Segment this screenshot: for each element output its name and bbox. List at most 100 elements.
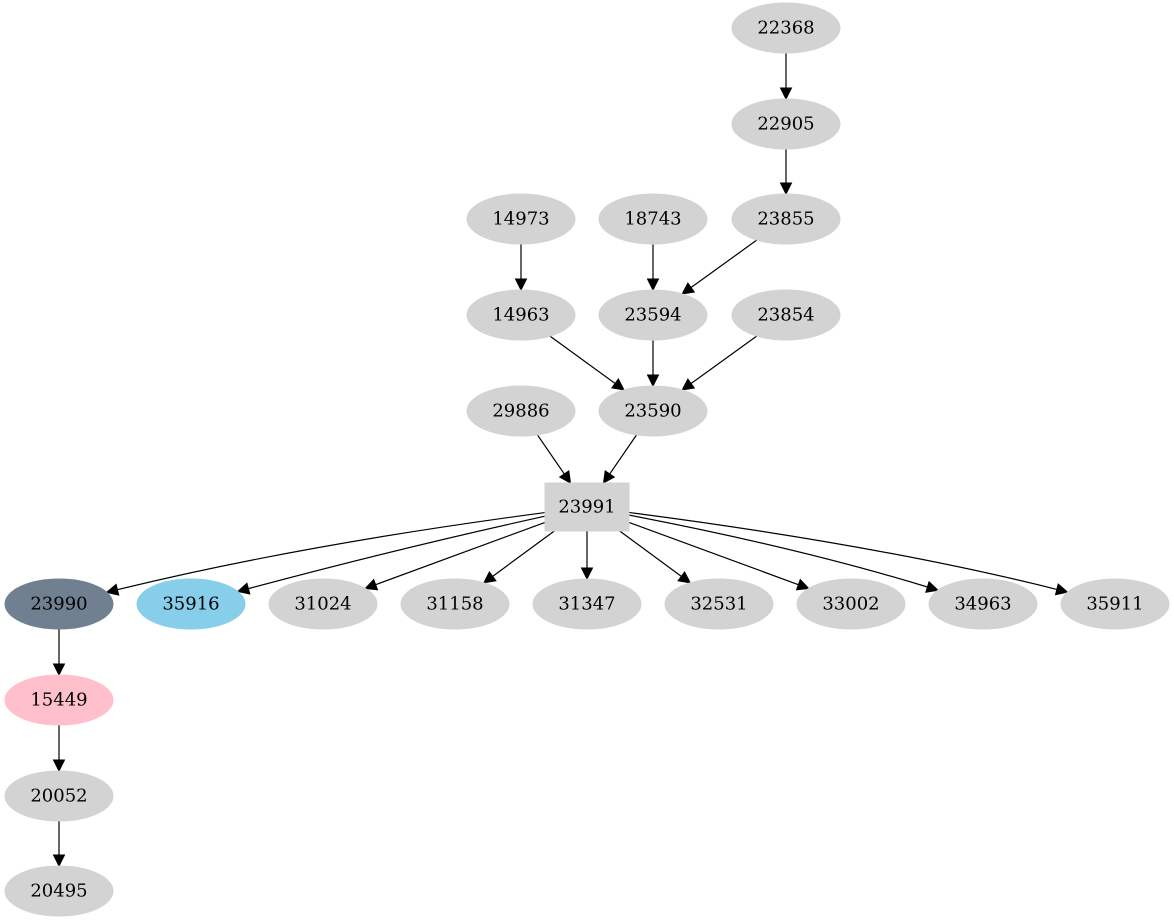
node-ellipse: [928, 578, 1038, 630]
node-23990[interactable]: 23990: [4, 578, 114, 630]
node-label: 23991: [558, 497, 615, 518]
node-23594[interactable]: 23594: [598, 289, 708, 341]
node-22905[interactable]: 22905: [731, 98, 841, 150]
node-ellipse: [400, 578, 510, 630]
nodes-layer: 22368 22905 14973 18743 23855 14963 23594 23854…: [4, 2, 1170, 917]
node-31024[interactable]: 31024: [268, 578, 378, 630]
node-label: 23854: [757, 305, 814, 326]
node-ellipse: [4, 770, 114, 822]
node-31158[interactable]: 31158: [400, 578, 510, 630]
arrowhead: [105, 583, 120, 596]
edge-23854-to-23590: [681, 335, 758, 391]
arrowhead: [795, 578, 810, 591]
arrowhead: [52, 759, 66, 773]
arrowhead: [646, 278, 660, 292]
node-label: 22905: [757, 114, 814, 135]
arrowhead: [52, 663, 66, 677]
node-label: 31024: [294, 594, 351, 615]
edge-18743-to-23594: [646, 244, 660, 292]
arrowhead: [364, 578, 379, 591]
edge-20052-to-20495: [52, 821, 66, 868]
edge-23855-to-23594: [681, 239, 758, 295]
node-label: 18743: [624, 209, 681, 230]
edge-line: [492, 530, 555, 577]
arrowhead: [646, 374, 660, 388]
node-label: 22368: [757, 18, 814, 39]
node-label: 31347: [558, 594, 615, 615]
arrowhead: [677, 570, 692, 584]
node-ellipse: [731, 98, 841, 150]
arrowhead: [925, 580, 940, 593]
node-ellipse: [796, 578, 906, 630]
edge-line: [117, 511, 546, 591]
node-29886[interactable]: 29886: [466, 385, 576, 437]
edge-23991-to-32531: [619, 530, 692, 584]
node-35916[interactable]: 35916: [136, 578, 246, 630]
edge-14973-to-14963: [514, 244, 528, 292]
edge-line: [549, 335, 616, 384]
edge-23594-to-23590: [646, 340, 660, 388]
node-33002[interactable]: 33002: [796, 578, 906, 630]
node-ellipse: [598, 385, 708, 437]
node-ellipse: [598, 193, 708, 245]
node-32531[interactable]: 32531: [664, 578, 774, 630]
node-34963[interactable]: 34963: [928, 578, 1038, 630]
node-ellipse: [598, 289, 708, 341]
edge-23991-to-31347: [580, 531, 594, 581]
arrowhead: [558, 469, 572, 484]
node-ellipse: [731, 289, 841, 341]
node-ellipse: [664, 578, 774, 630]
edge-line: [690, 239, 758, 289]
node-box: [544, 482, 630, 532]
node-ellipse: [4, 865, 114, 917]
node-label: 20495: [30, 881, 87, 902]
arrowhead: [1054, 583, 1069, 596]
node-label: 15449: [30, 690, 87, 711]
arrowhead: [681, 378, 696, 391]
arrowhead: [482, 570, 497, 584]
node-14963[interactable]: 14963: [466, 289, 576, 341]
node-22368[interactable]: 22368: [731, 2, 841, 54]
node-23991[interactable]: 23991: [544, 482, 630, 532]
edge-14963-to-23590: [549, 335, 625, 391]
node-23854[interactable]: 23854: [731, 289, 841, 341]
node-label: 23855: [757, 209, 814, 230]
node-23855[interactable]: 23855: [731, 193, 841, 245]
arrowhead: [681, 282, 696, 295]
node-label: 34963: [954, 594, 1011, 615]
edge-22905-to-23855: [779, 149, 793, 196]
node-31347[interactable]: 31347: [532, 578, 642, 630]
edge-23590-to-23991: [602, 434, 638, 484]
edge-line: [690, 335, 758, 385]
node-14973[interactable]: 14973: [466, 193, 576, 245]
node-ellipse: [466, 193, 576, 245]
node-label: 32531: [690, 594, 747, 615]
node-18743[interactable]: 18743: [598, 193, 708, 245]
edge-23991-to-35911: [628, 511, 1069, 596]
node-20495[interactable]: 20495: [4, 865, 114, 917]
node-15449[interactable]: 15449: [4, 674, 114, 726]
node-ellipse: [1060, 578, 1170, 630]
node-20052[interactable]: 20052: [4, 770, 114, 822]
edge-23991-to-33002: [628, 521, 810, 591]
node-label: 35911: [1086, 594, 1143, 615]
node-35911[interactable]: 35911: [1060, 578, 1170, 630]
edges-layer: [52, 53, 1069, 868]
edge-23991-to-31158: [482, 530, 555, 584]
edge-line: [628, 511, 1058, 590]
edge-line: [609, 434, 638, 475]
edge-23991-to-35916: [236, 515, 546, 595]
node-ellipse: [4, 578, 114, 630]
edge-line: [536, 434, 565, 475]
node-label: 23990: [30, 594, 87, 615]
edge-23991-to-23990: [105, 511, 546, 596]
edge-line: [628, 521, 799, 586]
node-23590[interactable]: 23590: [598, 385, 708, 437]
node-label: 20052: [30, 786, 87, 807]
node-ellipse: [731, 193, 841, 245]
arrowhead: [610, 378, 625, 391]
node-ellipse: [466, 385, 576, 437]
edge-23990-to-15449: [52, 629, 66, 677]
node-label: 14973: [492, 209, 549, 230]
